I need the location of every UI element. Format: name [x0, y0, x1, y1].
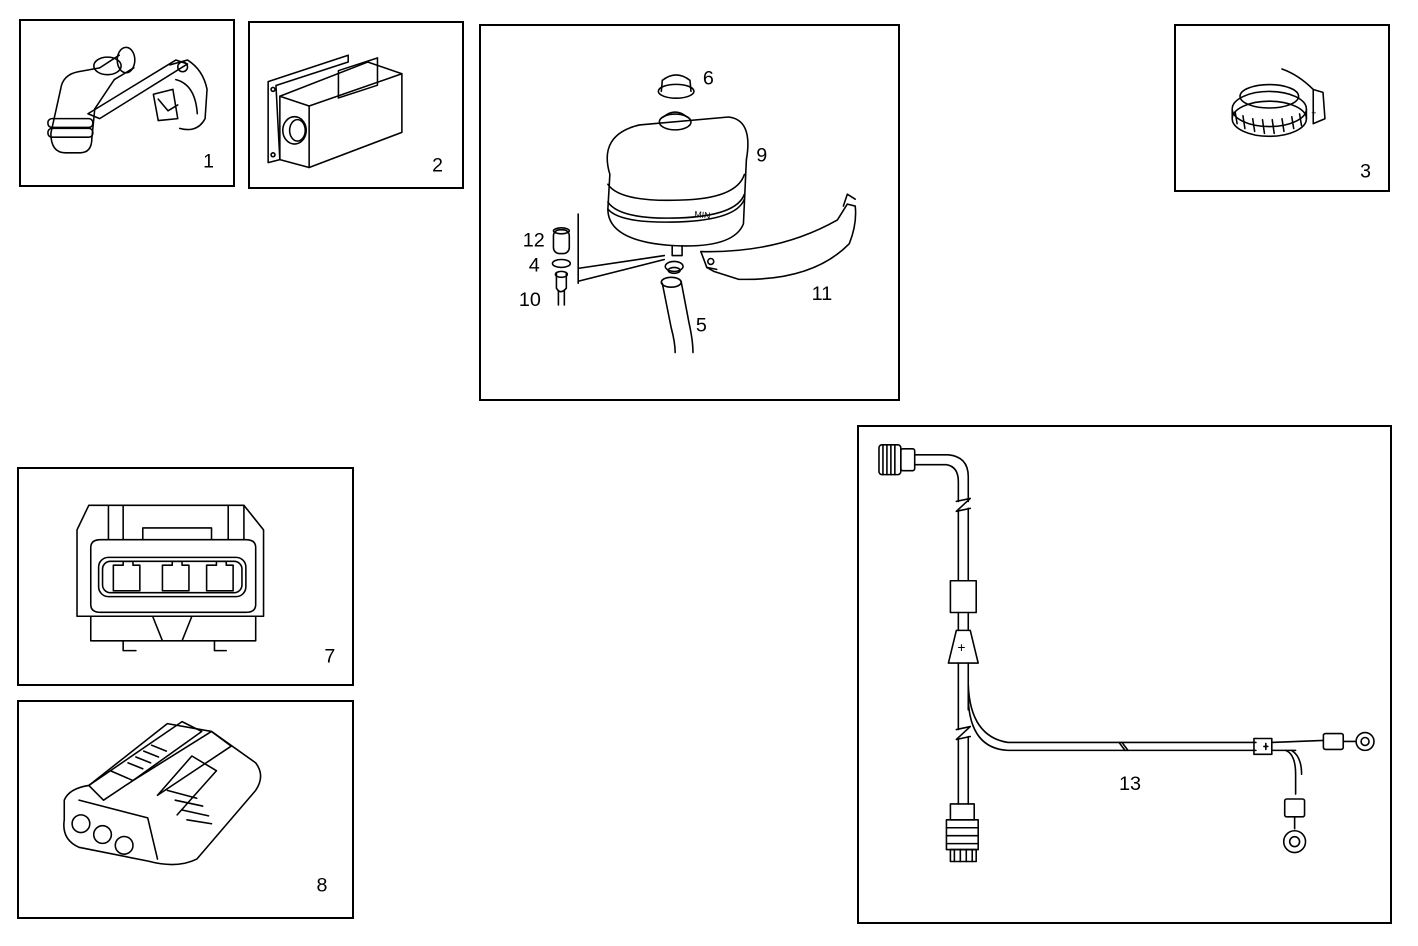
control-box-drawing: 2	[267, 54, 443, 176]
callout-2: 2	[432, 154, 443, 176]
hose-clamp-drawing: + 3	[1231, 68, 1371, 182]
elbow-hose-connector-drawing: 1	[47, 46, 214, 172]
callout-13: 13	[1119, 773, 1141, 795]
connector-front-drawing: 7	[76, 504, 335, 667]
panel-expansion-tank: MIN 6 9 12 4 10 5 11	[479, 24, 900, 401]
callout-7: 7	[324, 645, 335, 667]
callout-9: 9	[756, 145, 767, 167]
svg-text:+: +	[957, 639, 965, 655]
callout-1: 1	[203, 150, 214, 172]
expansion-tank-drawing: MIN 6 9 12 4 10 5 11	[519, 67, 857, 354]
callout-5: 5	[696, 315, 707, 337]
panel-part-2: 2	[248, 21, 464, 189]
callout-11: 11	[812, 283, 833, 305]
callout-6: 6	[703, 67, 714, 89]
svg-text:+: +	[1311, 108, 1316, 118]
panel-part-3: + 3	[1174, 24, 1390, 192]
callout-12: 12	[523, 230, 545, 252]
callout-4: 4	[529, 254, 540, 276]
panel-part-7: 7	[17, 467, 354, 686]
tank-min-marking: MIN	[694, 209, 711, 221]
connector-3-pin-drawing: 8	[63, 720, 328, 896]
panel-part-8: 8	[17, 700, 354, 919]
callout-8: 8	[317, 874, 328, 896]
callout-10: 10	[519, 289, 541, 311]
panel-part-1: 1	[19, 19, 235, 187]
callout-3: 3	[1360, 160, 1371, 182]
panel-part-13: + 13	[857, 425, 1392, 924]
wiring-harness-drawing: + 13	[878, 444, 1375, 863]
